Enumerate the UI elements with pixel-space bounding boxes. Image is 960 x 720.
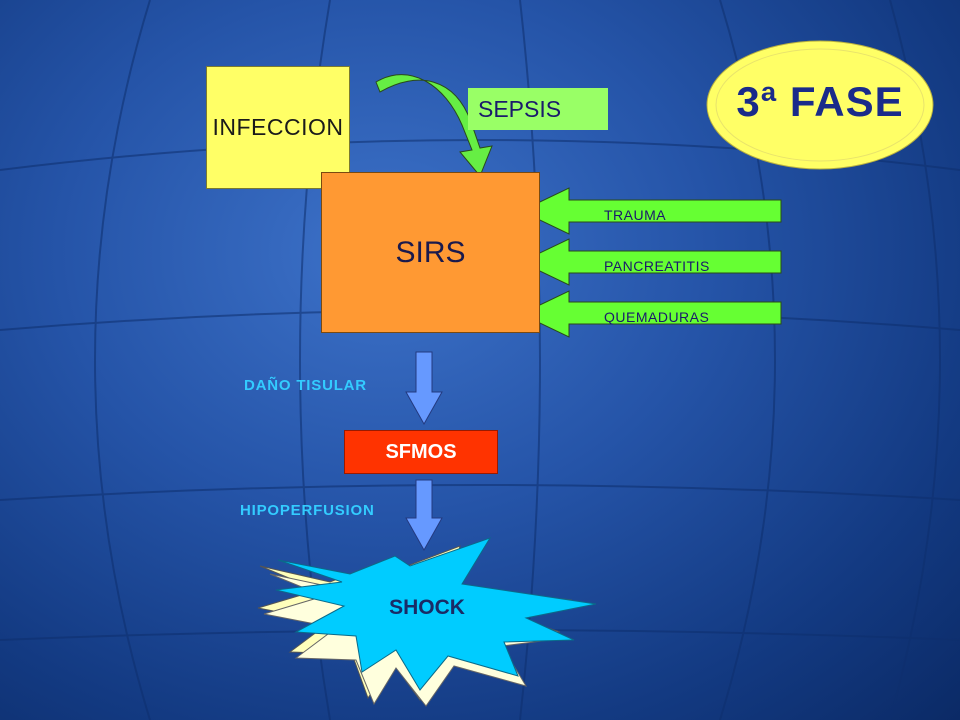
sepsis-box: SEPSIS — [468, 88, 608, 130]
down-arrow-dano-tisular — [405, 351, 443, 426]
phase-label: 3ª FASE — [736, 78, 904, 125]
dano-tisular-label: DAÑO TISULAR — [244, 377, 367, 394]
cause-label-trauma: TRAUMA — [604, 207, 667, 223]
hipoperfusion-label: HIPOPERFUSION — [240, 502, 375, 519]
sirs-label: SIRS — [395, 235, 466, 269]
cause-label-pancreatitis: PANCREATITIS — [604, 258, 710, 274]
cause-arrow-quemaduras — [519, 290, 782, 338]
phase-ellipse — [706, 40, 934, 170]
cause-arrow-trauma — [519, 187, 782, 235]
infeccion-label: INFECCION — [212, 114, 344, 140]
infeccion-box: INFECCION — [206, 66, 350, 189]
sfmos-box: SFMOS — [344, 430, 498, 474]
cause-label-quemaduras: QUEMADURAS — [604, 309, 710, 325]
sirs-box: SIRS — [321, 172, 540, 333]
shock-burst — [275, 537, 597, 691]
shock-label: SHOCK — [389, 596, 465, 619]
down-arrow-hipoperfusion — [405, 479, 443, 552]
cause-arrow-pancreatitis — [519, 238, 782, 286]
sfmos-label: SFMOS — [385, 440, 457, 463]
sepsis-label: SEPSIS — [478, 95, 562, 122]
